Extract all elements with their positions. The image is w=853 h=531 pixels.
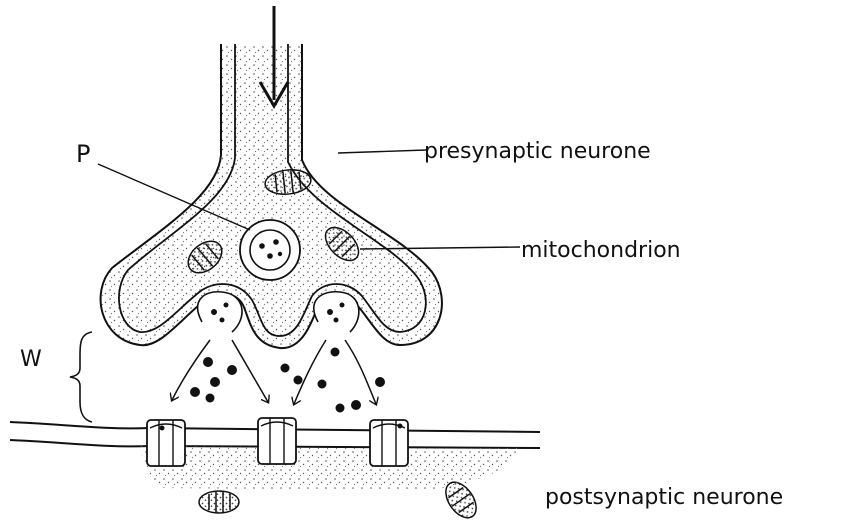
w-bracket [70, 332, 92, 422]
presynaptic-outer-membrane [101, 44, 442, 348]
w-label: W [20, 347, 42, 372]
postsynaptic-neurone-label: postsynaptic neurone [545, 485, 783, 510]
postsynaptic-mitochondrion-left [199, 491, 239, 513]
receptor-right [370, 420, 408, 466]
mitochondrion-label: mitochondrion [521, 238, 681, 263]
fusing-vesicle-right [314, 292, 359, 332]
receptor-left [147, 420, 185, 466]
postsynaptic-stipple [140, 446, 520, 490]
receptor-middle [258, 418, 296, 464]
presynaptic-leader-line [338, 150, 426, 153]
p-label: P [76, 140, 90, 168]
presynaptic-neurone-label: presynaptic neurone [424, 139, 651, 164]
fusing-vesicle-left [198, 292, 242, 332]
diffusion-arrows [172, 340, 376, 404]
